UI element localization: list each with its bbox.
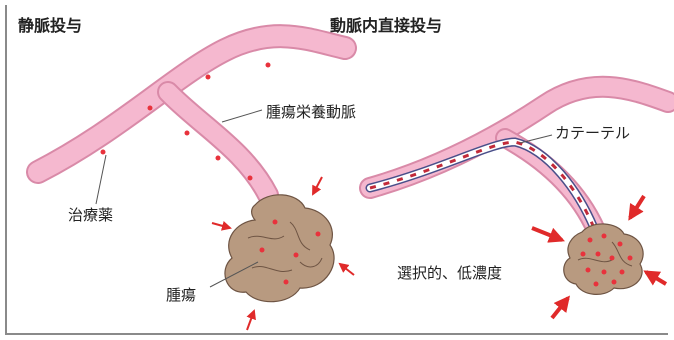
leader-drug: [96, 155, 106, 204]
drug-dot: [588, 238, 593, 243]
drug-dot: [602, 270, 607, 275]
drug-dot: [612, 280, 617, 285]
drug-dot: [266, 63, 271, 68]
catheter-label: カテーテル: [555, 122, 630, 143]
arrow: [630, 196, 644, 218]
right-vessel-tree: [370, 87, 668, 230]
right-panel-title: 動脈内直接投与: [330, 12, 442, 36]
feeding-artery-label: 腫瘍栄養動脈: [266, 101, 356, 122]
arrow: [552, 298, 568, 318]
drug-dot: [620, 270, 625, 275]
arrow: [646, 272, 666, 284]
drug-dot: [216, 156, 221, 161]
arrow: [313, 177, 322, 194]
drug-dot: [284, 280, 289, 285]
drug-dot: [586, 268, 591, 273]
drug-dot: [596, 252, 601, 257]
drug-dot: [610, 256, 615, 261]
leader-feeding-artery: [222, 110, 262, 122]
left-panel-title: 静脈投与: [18, 12, 82, 36]
drug-dot: [581, 252, 586, 257]
arrow: [212, 223, 230, 228]
drug-dot: [148, 106, 153, 111]
arrow: [532, 228, 562, 240]
selective-label: 選択的、低濃度: [397, 262, 502, 283]
drug-label: 治療薬: [68, 204, 113, 225]
drug-dot: [185, 131, 190, 136]
drug-dot: [594, 282, 599, 287]
drug-dot: [101, 150, 106, 155]
right-tumor: [564, 224, 643, 294]
arrow: [340, 264, 354, 275]
drug-dot: [316, 232, 321, 237]
drug-dot: [206, 75, 211, 80]
drug-dot: [273, 220, 278, 225]
arrow: [247, 311, 254, 330]
left-tumor: [225, 195, 334, 302]
drug-dot: [602, 234, 607, 239]
tumor-label: 腫瘍: [166, 284, 196, 305]
drug-dot: [248, 176, 253, 181]
drug-dot: [628, 256, 633, 261]
drug-dot: [294, 253, 299, 258]
drug-dot: [260, 248, 265, 253]
drug-dot: [618, 242, 623, 247]
